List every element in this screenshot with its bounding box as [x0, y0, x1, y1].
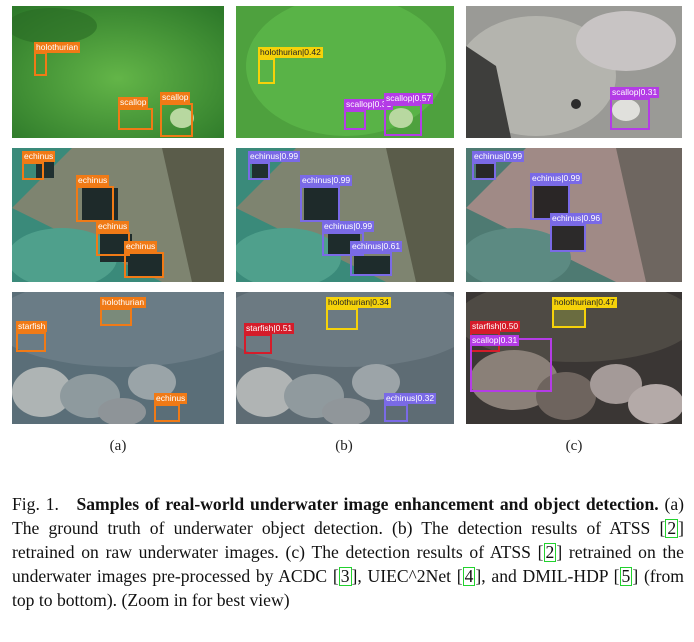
bbox	[124, 252, 164, 278]
panel-r1c2: echinus|0.99 echinus|0.99 echinus|0.96	[466, 148, 682, 282]
panel-r2c2: holothurian|0.47 starfish|0.50 scallop|0…	[466, 292, 682, 424]
caption-text: retrained on raw underwater images. (c) …	[12, 542, 531, 562]
detection-label: scallop|0.57	[384, 93, 434, 104]
detection-label: echinus|0.99	[248, 151, 301, 162]
panel-r1c0: echinus echinus echinus echinus	[12, 148, 224, 282]
detection-label: scallop|0.31	[610, 87, 660, 98]
bbox	[244, 334, 272, 354]
bbox	[384, 404, 408, 422]
bbox	[76, 186, 114, 222]
bbox	[350, 252, 392, 276]
citation-link[interactable]: 4	[462, 566, 476, 586]
caption-title: Samples of real-world underwater image e…	[76, 494, 659, 514]
bbox	[472, 162, 496, 180]
figure-caption: Fig. 1. Samples of real-world underwater…	[12, 494, 685, 610]
bbox	[160, 103, 193, 137]
detection-label: echinus	[22, 151, 56, 162]
panel-image	[466, 292, 682, 424]
panel-image	[466, 6, 682, 138]
detection-label: holothurian|0.34	[326, 297, 391, 308]
citation-link[interactable]: 3	[338, 566, 352, 586]
bbox	[300, 186, 340, 222]
detection-label: echinus|0.96	[550, 213, 603, 224]
panel-r0c1: holothurian|0.42 scallop|0.31 scallop|0.…	[236, 6, 454, 138]
citation-link[interactable]: 2	[665, 518, 679, 538]
detection-label: echinus|0.99	[300, 175, 353, 186]
bbox	[326, 308, 358, 330]
detection-label: scallop|0.31	[470, 335, 520, 346]
detection-label: holothurian|0.47	[552, 297, 617, 308]
panel-image	[236, 6, 454, 138]
detection-label: holothurian	[34, 42, 81, 53]
bbox	[552, 308, 586, 328]
panel-image	[12, 148, 224, 282]
detection-label: echinus|0.99	[472, 151, 525, 162]
detection-label: scallop	[160, 92, 191, 103]
detection-label: echinus	[96, 221, 130, 232]
detection-label: holothurian	[100, 297, 147, 308]
subfigure-label-a: (a)	[109, 438, 127, 454]
caption-fig-number: Fig. 1.	[12, 494, 59, 514]
subfigure-label-b: (b)	[335, 438, 353, 454]
panel-r1c1: echinus|0.99 echinus|0.99 echinus|0.99 e…	[236, 148, 454, 282]
panel-image	[466, 148, 682, 282]
bbox	[610, 98, 650, 130]
detection-label: starfish	[16, 321, 48, 332]
bbox	[16, 332, 46, 352]
detection-label: scallop	[118, 97, 149, 108]
panel-image	[236, 148, 454, 282]
panel-r0c0: holothurian scallop scallop	[12, 6, 224, 138]
subfigure-label-c: (c)	[565, 438, 583, 454]
caption-text: (from top to bottom). (Zoom in for best …	[12, 566, 684, 610]
panel-r0c2: scallop|0.31	[466, 6, 682, 138]
caption-text: , UIEC^2Net	[357, 566, 452, 586]
detection-label: echinus	[124, 241, 158, 252]
bbox	[34, 52, 47, 76]
detection-label: starfish|0.51	[244, 323, 295, 334]
bbox	[100, 308, 132, 326]
detection-label: echinus|0.32	[384, 393, 437, 404]
detection-label: echinus|0.99	[322, 221, 375, 232]
panel-r2c1: holothurian|0.34 starfish|0.51 echinus|0…	[236, 292, 454, 424]
bbox	[344, 110, 366, 130]
bbox	[248, 162, 270, 180]
bbox	[258, 58, 275, 84]
bbox	[550, 224, 586, 252]
bbox	[154, 404, 180, 422]
citation-link[interactable]: 2	[543, 542, 557, 562]
detection-label: echinus	[76, 175, 110, 186]
bbox	[22, 162, 44, 180]
caption-text: (a) The ground truth of underwater objec…	[12, 494, 685, 538]
citation-link[interactable]: 5	[619, 566, 633, 586]
detection-label: echinus	[154, 393, 188, 404]
detection-label: holothurian|0.42	[258, 47, 323, 58]
detection-label: echinus|0.61	[350, 241, 403, 252]
bbox	[118, 108, 153, 130]
panel-image	[12, 292, 224, 424]
caption-text: retrained on the underwater images pre-p…	[12, 542, 684, 586]
bbox	[384, 104, 422, 136]
panel-r2c0: holothurian starfish echinus	[12, 292, 224, 424]
detection-label: scallop|0.31	[344, 99, 394, 110]
caption-text: , and DMIL-HDP	[481, 566, 608, 586]
detection-label: echinus|0.99	[530, 173, 583, 184]
detection-label: starfish|0.50	[470, 321, 521, 332]
bbox	[470, 338, 552, 392]
